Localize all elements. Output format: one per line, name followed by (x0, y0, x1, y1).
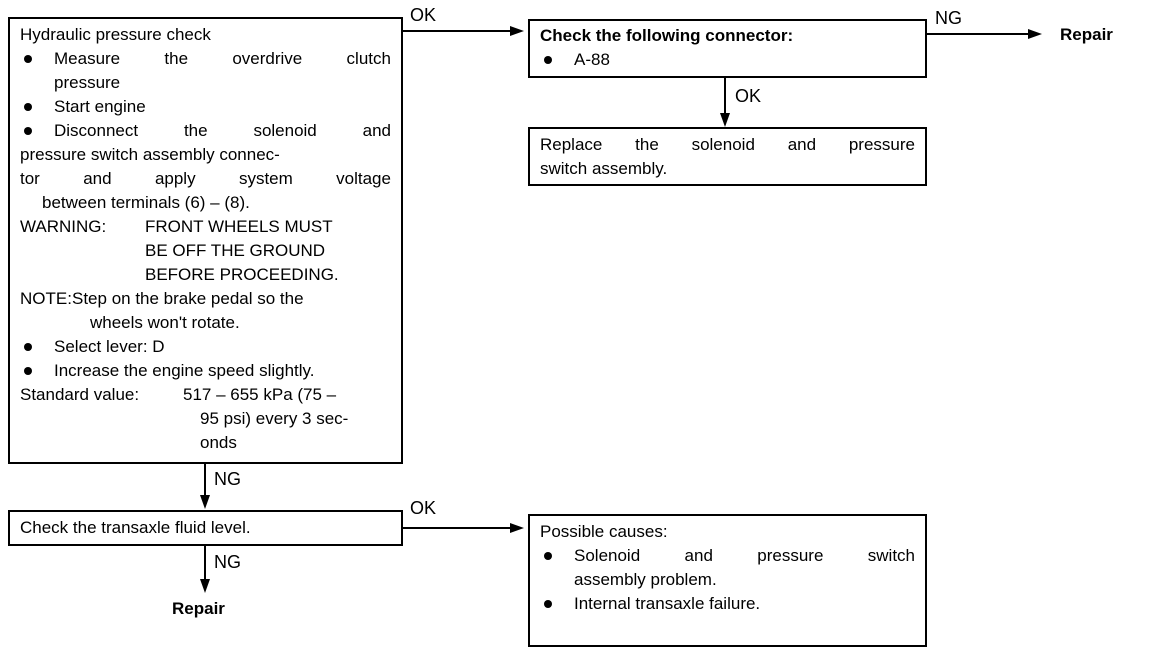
word: Replace (540, 135, 603, 154)
label-ok-to-connector-check: OK (410, 5, 437, 25)
arrowhead-repair-bottom (200, 579, 210, 593)
cause1-line2: assembly problem. (574, 570, 717, 589)
bullet-icon (24, 103, 32, 111)
bullet-measure-line2: pressure (54, 73, 121, 92)
bullet-icon (24, 127, 32, 135)
word: and (787, 135, 817, 154)
bullet-select-lever-text: Select lever: D (54, 337, 165, 356)
bullet-measure-line1: Measure the overdrive clutch (54, 47, 391, 71)
box1-disconnect-continuation: pressure switch assembly connec- tor and… (20, 143, 391, 215)
word: and (362, 121, 391, 140)
box1-bullet-disconnect: Disconnect the solenoid and (20, 119, 391, 143)
bullet-start-engine-text: Start engine (54, 97, 146, 116)
standard-value-line3: onds (200, 433, 237, 452)
hydraulic-pressure-check-box: Hydraulic pressure check Measure the ove… (8, 17, 403, 464)
repair-bottom: Repair (172, 599, 225, 618)
bullet-icon (544, 600, 552, 608)
cause1-line1: Solenoid and pressure switch (574, 544, 915, 568)
word: the (183, 121, 208, 140)
cause-item-internal-failure: Internal transaxle failure. (540, 592, 915, 616)
arrowhead-box4 (200, 495, 210, 509)
box1-standard-value: Standard value: 517 – 655 kPa (75 – 95 p… (20, 383, 391, 455)
label-ng-to-fluid-check: NG (214, 469, 241, 489)
word: system (238, 169, 293, 188)
box4-text: Check the transaxle fluid level. (20, 518, 251, 537)
word: and (83, 169, 112, 188)
box3-line2: switch assembly. (540, 159, 668, 178)
note-label: NOTE: (20, 289, 72, 308)
connector-id: A-88 (574, 50, 610, 69)
note-line1: Step on the brake pedal so the (72, 289, 304, 308)
word: pressure (848, 135, 915, 154)
word: the (164, 49, 189, 68)
warning-text: FRONT WHEELS MUST BE OFF THE GROUND BEFO… (145, 215, 391, 287)
word: apply (154, 169, 196, 188)
box1-bullet-start-engine: Start engine (20, 95, 391, 119)
box1-bullet-measure: Measure the overdrive clutch pressure (20, 47, 391, 95)
cause2-text: Internal transaxle failure. (574, 594, 761, 613)
box2-connector-item: A-88 (540, 48, 915, 72)
arrowhead-box2 (510, 26, 524, 36)
bullet-icon (544, 552, 552, 560)
label-ok-to-replace: OK (735, 86, 762, 106)
word: tor (20, 169, 40, 188)
arrowhead-repair-top (1028, 29, 1042, 39)
word: switch (867, 546, 915, 565)
word: Measure (54, 49, 121, 68)
word: overdrive (232, 49, 303, 68)
fluid-level-check-box: Check the transaxle fluid level. (8, 510, 403, 546)
cause-item-solenoid: Solenoid and pressure switch assembly pr… (540, 544, 915, 592)
note-line1-row: NOTE: Step on the brake pedal so the (20, 287, 391, 311)
box5-title: Possible causes: (540, 522, 668, 541)
bullet-icon (24, 55, 32, 63)
replace-solenoid-box: Replace the solenoid and pressure switch… (528, 127, 927, 186)
standard-value-line2: 95 psi) every 3 sec- (200, 409, 349, 428)
box2-title: Check the following connector: (540, 26, 794, 45)
box1-note: NOTE: Step on the brake pedal so the whe… (20, 287, 391, 335)
connector-check-box: Check the following connector: A-88 (528, 19, 927, 78)
box1-warning: WARNING: FRONT WHEELS MUST BE OFF THE GR… (20, 215, 391, 287)
bullet-icon (544, 56, 552, 64)
standard-value-row: Standard value: 517 – 655 kPa (75 – (20, 383, 391, 407)
bullet-disconnect-line2: pressure switch assembly connec- (20, 145, 280, 164)
arrowhead-box3 (720, 113, 730, 127)
bullet-icon (24, 343, 32, 351)
box1-bullet-increase-speed: Increase the engine speed slightly. (20, 359, 391, 383)
box1-bullet-select-lever: Select lever: D (20, 335, 391, 359)
word: clutch (346, 49, 391, 68)
warning-line1: FRONT WHEELS MUST (145, 217, 333, 236)
word: and (684, 546, 713, 565)
possible-causes-box: Possible causes: Solenoid and pressure s… (528, 514, 927, 647)
word: solenoid (253, 121, 317, 140)
word: solenoid (691, 135, 755, 154)
warning-line2: BE OFF THE GROUND (145, 241, 326, 260)
bullet-disconnect-line3: tor and apply system voltage (20, 167, 391, 191)
word: Solenoid (574, 546, 641, 565)
word: pressure (757, 546, 824, 565)
arrowhead-box5 (510, 523, 524, 533)
box1-title: Hydraulic pressure check (20, 25, 211, 44)
warning-label: WARNING: (20, 217, 107, 236)
standard-value-label: Standard value: (20, 385, 140, 404)
box3-line1: Replace the solenoid and pressure (540, 133, 915, 157)
label-ng-to-repair-bottom: NG (214, 552, 241, 572)
bullet-icon (24, 367, 32, 375)
word: voltage (336, 169, 391, 188)
word: Disconnect (54, 121, 139, 140)
note-line2: wheels won't rotate. (90, 313, 240, 332)
label-ok-to-possible-causes: OK (410, 498, 437, 518)
word: the (635, 135, 659, 154)
standard-value-line1: 517 – 655 kPa (75 – (183, 385, 337, 404)
repair-top: Repair (1060, 25, 1113, 44)
bullet-disconnect-line4: between terminals (6) – (8). (42, 193, 250, 212)
warning-line3: BEFORE PROCEEDING. (145, 265, 339, 284)
bullet-disconnect-line1: Disconnect the solenoid and (54, 119, 391, 143)
bullet-increase-speed-text: Increase the engine speed slightly. (54, 361, 315, 380)
label-ng-to-repair: NG (935, 8, 962, 28)
